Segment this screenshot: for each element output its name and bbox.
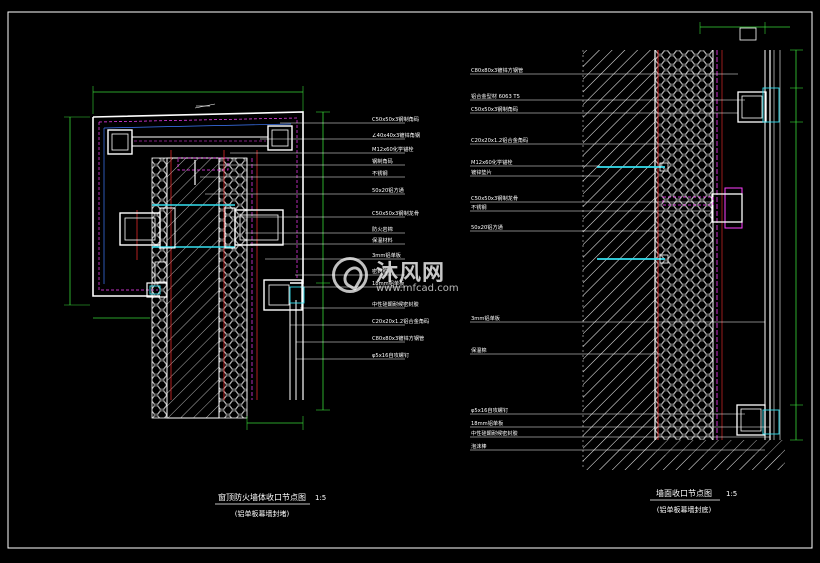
right-callout-label: 18mm铝单板 <box>471 419 504 427</box>
left-callout-label: C80x80x3镀锌方钢管 <box>372 334 424 342</box>
mfcad-logo-icon <box>332 257 368 293</box>
right-callout-label: 50x20铝方通 <box>471 223 504 231</box>
left-callout-label: C20x20x1.2铝合金角码 <box>372 317 429 325</box>
right-callout-label: 中性硅酮耐候密封胶 <box>471 429 518 437</box>
left-callout-label: 3mm铝单板 <box>372 251 402 259</box>
right-callout-label: 3mm铝单板 <box>471 314 501 322</box>
left-callout-label: C50x50x3钢制龙骨 <box>372 209 419 217</box>
left-callout-label: 保温材料 <box>372 236 393 244</box>
left-callout-label: 密封胶 <box>372 267 388 275</box>
right-callout-label: 铝合金型材 6063 T5 <box>471 92 520 100</box>
sheet-border <box>7 11 813 549</box>
left-callout-label: 18mm铝单板 <box>372 279 405 287</box>
left-detail: C50x50x3钢制角码 ∠40x40x3镀锌角钢 M12x60化学锚栓钢制角码不锈… <box>64 86 429 518</box>
left-subtitle: (铝单板幕墙封堵) <box>235 509 290 518</box>
right-callout-label: C20x20x1.2铝合金角码 <box>471 136 528 144</box>
watermark-title: 沐风网 <box>376 261 446 286</box>
left-callout-label: 50x20铝方通 <box>372 186 405 194</box>
right-callout-label: M12x60化学锚栓 <box>471 158 513 166</box>
left-callout-label: 钢制角码 <box>372 157 393 165</box>
left-callout-label: M12x60化学锚栓 <box>372 145 414 153</box>
right-callout-label: 保温棉 <box>471 346 487 354</box>
right-callout-label: φ5x16自攻螺钉 <box>471 406 508 414</box>
right-callout-label: C50x50x3钢制龙骨 <box>471 194 518 202</box>
left-callout-label: ∠40x40x3镀锌角钢 <box>372 131 420 139</box>
left-title: 窗顶防火墙体收口节点图 <box>218 492 306 502</box>
left-callout-label: C50x50x3钢制角码 <box>372 115 419 123</box>
right-title: 墙面收口节点图 <box>656 488 712 498</box>
left-callout-label: 中性硅酮耐候密封胶 <box>372 300 419 308</box>
right-callout-label: 泡沫棒 <box>471 442 487 450</box>
left-scale: 1:5 <box>315 494 326 502</box>
left-callout-label: φ5x16自攻螺钉 <box>372 351 409 359</box>
right-callout-label: 不锈钢 <box>471 203 487 211</box>
watermark: 沐风网 www.mfcad.com <box>332 255 492 301</box>
right-callout-label: C50x50x3钢制角码 <box>471 105 518 113</box>
watermark-url: www.mfcad.com <box>376 283 459 294</box>
right-callout-label: 镀锌垫片 <box>471 168 492 176</box>
left-callout-label: 不锈钢 <box>372 169 388 177</box>
right-subtitle: (铝单板幕墙封底) <box>657 505 712 514</box>
right-callout-label: C80x80x3镀锌方钢管 <box>471 66 523 74</box>
left-callout-label: 防火岩棉 <box>372 225 393 233</box>
right-scale: 1:5 <box>726 490 737 498</box>
